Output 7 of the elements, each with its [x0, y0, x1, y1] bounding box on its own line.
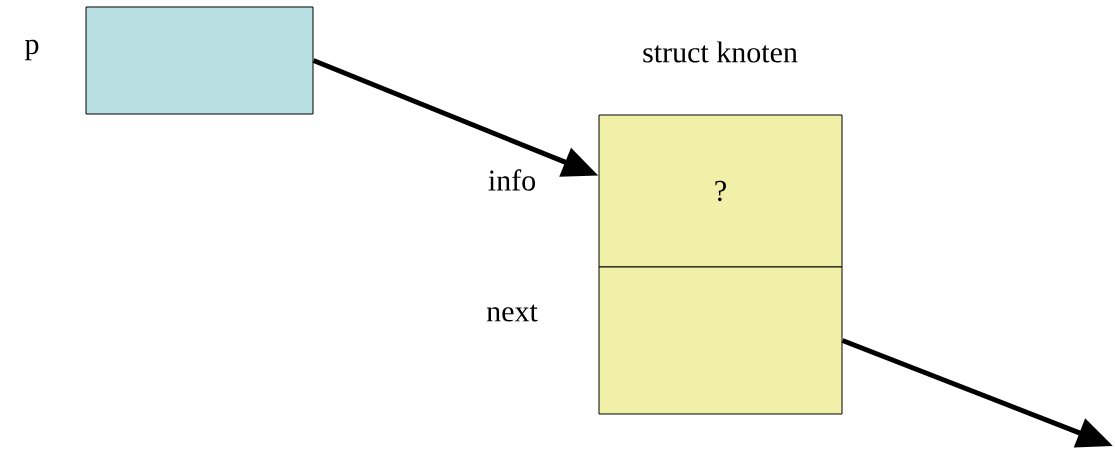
box	[598, 266, 843, 415]
heading: struct knoten	[643, 41, 798, 63]
field-label: p	[25, 39, 39, 61]
field-box: ?	[598, 114, 843, 268]
box	[85, 6, 314, 115]
field-label: info	[488, 169, 536, 191]
field-label: next	[486, 304, 538, 322]
